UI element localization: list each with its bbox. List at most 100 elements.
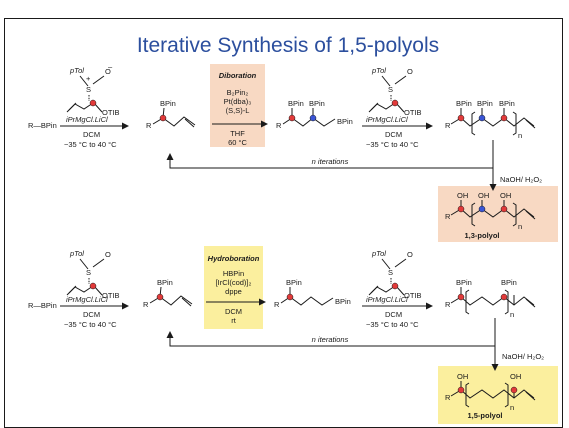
- hydroboration-reagent-3: dppe: [225, 287, 242, 296]
- hydroboration-title: Hydroboration: [208, 254, 260, 263]
- otib-label: OTIB: [102, 108, 120, 117]
- intermediate-1: R BPin: [146, 99, 196, 130]
- grignard-label: iPrMgCl.LiCl: [366, 295, 408, 304]
- r-label: R: [146, 121, 152, 130]
- svg-text:+: +: [86, 74, 91, 83]
- diboration-temp: 60 °C: [228, 138, 247, 147]
- oxidation-label: NaOH/ H₂O₂: [502, 352, 544, 361]
- bpin-label-3: BPin: [499, 99, 515, 108]
- n-label: n: [510, 310, 514, 319]
- oxygen-label: O: [407, 250, 413, 259]
- solvent-label: DCM: [385, 310, 402, 319]
- oh-label-3: OH: [500, 191, 511, 200]
- r-label: R: [445, 212, 451, 221]
- row-1-scheme: pTol S + O – OTIB R—BPin iPrMgCl.LiCl DC…: [28, 62, 558, 242]
- hydroboration-box: [204, 246, 263, 329]
- hydroboration-solvent: DCM: [225, 307, 242, 316]
- temp-label: −35 °C to 40 °C: [366, 320, 419, 329]
- r-label: R: [445, 393, 451, 402]
- oxygen-label: O: [407, 67, 413, 76]
- oh-label-2: OH: [510, 372, 521, 381]
- r-label: R: [274, 300, 280, 309]
- bpin-label-2: BPin: [501, 278, 517, 287]
- bpin-label: BPin: [157, 278, 173, 287]
- polyol-1-3: R n OH OH OH 1,3-polyol: [445, 191, 536, 240]
- sulfinyl-reagent-1: pTol S O OTIB: [66, 249, 120, 300]
- r-label: R: [143, 300, 149, 309]
- oh-label-1: OH: [457, 372, 468, 381]
- diboration-box: [210, 64, 265, 147]
- otib-label: OTIB: [404, 108, 422, 117]
- row-2-scheme: pTol S O OTIB R—BPin iPrMgCl.LiCl DCM −3…: [28, 246, 558, 424]
- iterations-label: n iterations: [312, 335, 349, 344]
- otib-label: OTIB: [404, 291, 422, 300]
- sulfinyl-reagent-1: pTol S + O – OTIB: [66, 62, 120, 117]
- ptol-label: pTol: [371, 249, 386, 258]
- svg-text:–: –: [108, 62, 113, 71]
- polyol-name: 1,3-polyol: [464, 231, 499, 240]
- hydroboration-temp: rt: [231, 316, 236, 325]
- temp-label: −35 °C to 40 °C: [366, 140, 419, 149]
- otib-label: OTIB: [102, 291, 120, 300]
- bpin-label-2: BPin: [335, 297, 351, 306]
- intermediate-2: R BPin BPin: [274, 278, 351, 309]
- ptol-label: pTol: [371, 66, 386, 75]
- n-label: n: [510, 403, 514, 412]
- oh-label-2: OH: [478, 191, 489, 200]
- intermediate-1: R BPin: [143, 278, 193, 309]
- bpin-label-1: BPin: [288, 99, 304, 108]
- bpin-label-1: BPin: [456, 99, 472, 108]
- scheme-title: Iterative Synthesis of 1,5-polyols: [137, 34, 439, 57]
- hydroboration-reagent-2: [IrCl(cod)]₂: [216, 278, 252, 287]
- r-label: R: [445, 121, 451, 130]
- r-label: R: [445, 300, 451, 309]
- ptol-label: pTol: [69, 249, 84, 258]
- iteration-loop-arrow: [166, 140, 494, 169]
- bpin-label-2: BPin: [309, 99, 325, 108]
- polyol-1-5: R n OH OH 1,5-polyol: [445, 372, 536, 420]
- r-label: R: [276, 121, 282, 130]
- temp-label: −35 °C to 40 °C: [64, 140, 117, 149]
- intermediate-2: R BPin BPin BPin: [276, 99, 353, 130]
- start-material: R—BPin: [28, 301, 57, 310]
- bpin-label-2: BPin: [477, 99, 493, 108]
- solvent-label: DCM: [83, 130, 100, 139]
- oh-label-1: OH: [457, 191, 468, 200]
- diboration-reagent-1: B₂Pin₂: [227, 88, 249, 97]
- oxygen-label: O: [105, 67, 111, 76]
- diboration-reagent-2: Pt(dba)₃: [224, 97, 252, 106]
- start-material: R—BPin: [28, 121, 57, 130]
- bpin-label-1: BPin: [286, 278, 302, 287]
- oxygen-label: O: [105, 250, 111, 259]
- row-2-product: R n BPin BPin: [445, 278, 536, 319]
- oxidation-label: NaOH/ H₂O₂: [500, 175, 542, 184]
- polyol15-box: [438, 366, 558, 424]
- diboration-title: Diboration: [219, 71, 257, 80]
- ptol-label: pTol: [69, 66, 84, 75]
- iteration-loop-arrow: [166, 318, 496, 347]
- diboration-reagent-3: (S,S)-L: [226, 106, 250, 115]
- row-1-product: R n BPin BPin BPin: [445, 99, 536, 140]
- solvent-label: DCM: [83, 310, 100, 319]
- polyol-name: 1,5-polyol: [467, 411, 502, 420]
- grignard-label: iPrMgCl.LiCl: [66, 295, 108, 304]
- sulfinyl-reagent-2: pTol S O OTIB: [368, 66, 422, 117]
- iterations-label: n iterations: [312, 157, 349, 166]
- sulfur-label: S: [388, 85, 393, 94]
- sulfur-label: S: [86, 268, 91, 277]
- diboration-solvent: THF: [230, 129, 245, 138]
- n-label: n: [518, 222, 522, 231]
- hydroboration-reagent-1: HBPin: [223, 269, 244, 278]
- bpin-label: BPin: [160, 99, 176, 108]
- temp-label: −35 °C to 40 °C: [64, 320, 117, 329]
- sulfur-label: S: [388, 268, 393, 277]
- sulfur-label: S: [86, 85, 91, 94]
- bpin-label-3: BPin: [337, 117, 353, 126]
- solvent-label: DCM: [385, 130, 402, 139]
- n-label: n: [518, 131, 522, 140]
- grignard-label: iPrMgCl.LiCl: [366, 115, 408, 124]
- polyol13-box: [438, 186, 558, 242]
- grignard-label: iPrMgCl.LiCl: [66, 115, 108, 124]
- sulfinyl-reagent-2: pTol S O OTIB: [368, 249, 422, 300]
